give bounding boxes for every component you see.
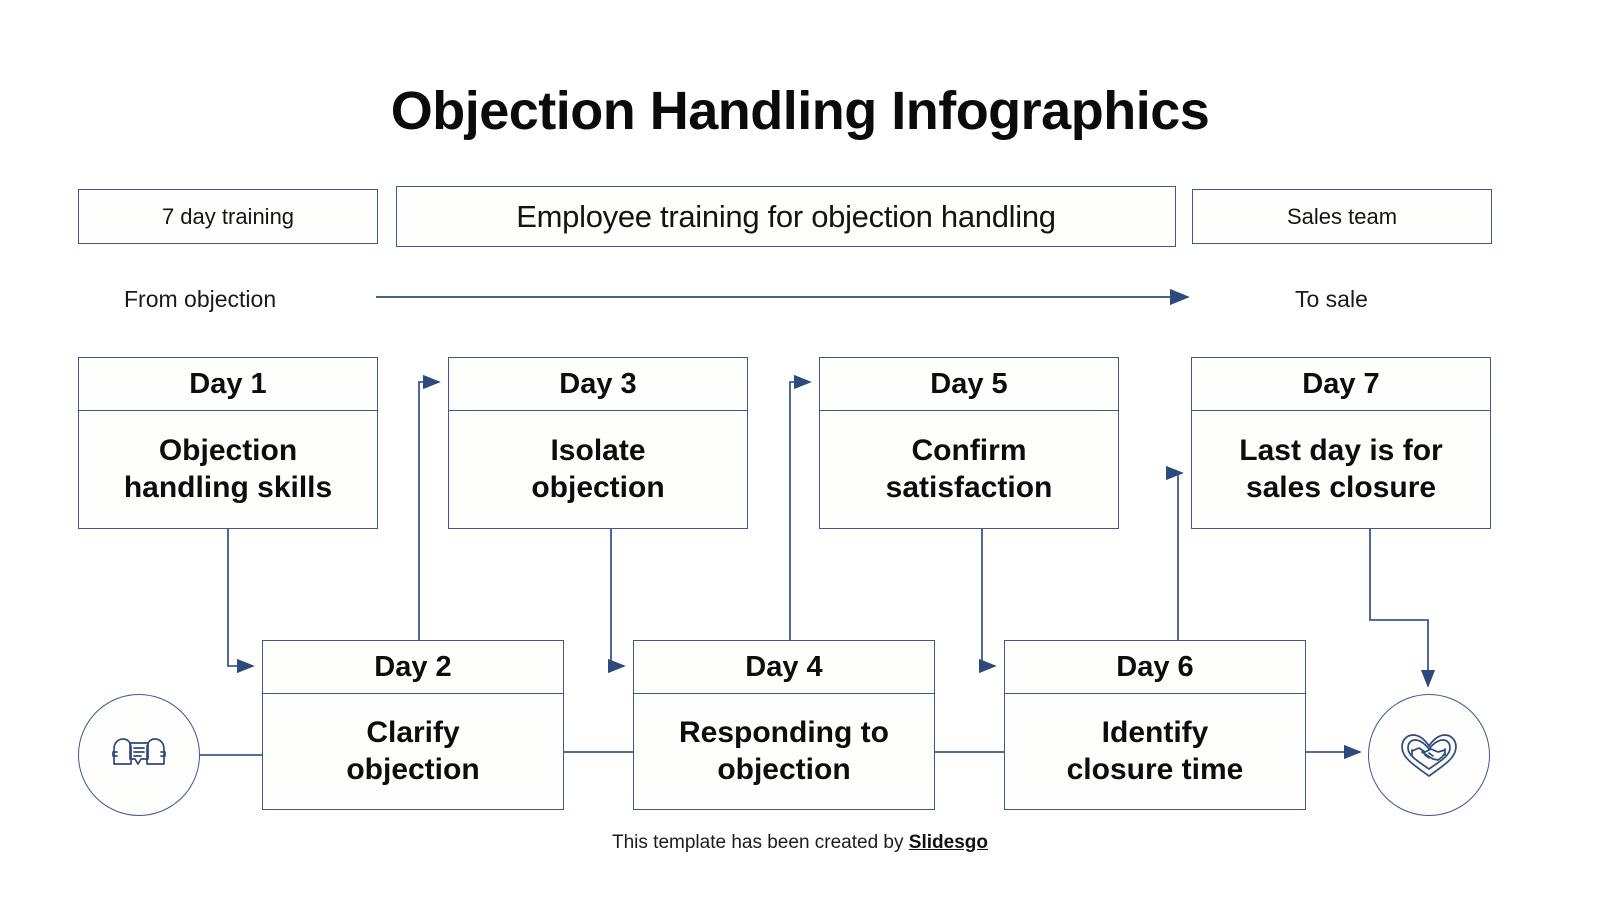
step-card-day5[interactable]: Day 5 Confirm satisfaction — [819, 357, 1119, 529]
step-card-day1-text: Objection handling skills — [123, 433, 333, 504]
connector-day4-to-day5 — [789, 374, 812, 640]
step-card-day7-text: Last day is for sales closure — [1239, 433, 1443, 504]
step-card-day3-title: Day 3 — [449, 358, 747, 411]
flow-start-label: From objection — [124, 286, 277, 312]
step-card-day4-text: Responding to objection — [679, 715, 889, 786]
chip-duration-label: 7 day training — [161, 203, 295, 229]
step-card-day2-title: Day 2 — [263, 641, 563, 694]
step-card-day7-title: Day 7 — [1192, 358, 1490, 411]
step-card-day5-title: Day 5 — [820, 358, 1118, 411]
step-card-day1[interactable]: Day 1 Objection handling skills — [78, 357, 378, 529]
footer-brand-link[interactable]: Slidesgo — [908, 832, 988, 853]
end-node-circle[interactable] — [1368, 694, 1490, 816]
connector-day3-to-day4 — [607, 529, 626, 674]
step-card-day1-title: Day 1 — [79, 358, 377, 411]
connector-day1-to-day2 — [227, 529, 255, 674]
chip-main-title: Employee training for objection handling — [396, 186, 1176, 247]
connector-day2-to-day3 — [418, 374, 441, 640]
step-card-day2-text: Clarify objection — [346, 715, 480, 786]
chip-main-label: Employee training for objection handling — [516, 198, 1056, 234]
step-card-day6-text: Identify closure time — [1066, 715, 1244, 786]
chip-audience-label: Sales team — [1286, 203, 1398, 229]
chip-audience: Sales team — [1192, 189, 1492, 244]
step-card-day3-text: Isolate objection — [531, 433, 665, 504]
two-people-talking-icon — [112, 738, 166, 765]
handshake-heart-icon — [1401, 734, 1457, 777]
connector-day6-to-day7 — [1165, 465, 1184, 640]
footer: This template has been created by Slides… — [0, 832, 1600, 854]
start-node-circle[interactable] — [78, 694, 200, 816]
footer-text: This template has been created by — [612, 832, 909, 853]
step-card-day3[interactable]: Day 3 Isolate objection — [448, 357, 748, 529]
step-card-day6-title: Day 6 — [1005, 641, 1305, 694]
flow-end-label: To sale — [1295, 286, 1368, 312]
step-card-day6[interactable]: Day 6 Identify closure time — [1004, 640, 1306, 810]
chip-duration: 7 day training — [78, 189, 378, 244]
step-card-day5-text: Confirm satisfaction — [885, 433, 1053, 504]
step-card-day4[interactable]: Day 4 Responding to objection — [633, 640, 935, 810]
connector-day5-to-day6 — [978, 529, 997, 674]
page-title: Objection Handling Infographics — [390, 81, 1210, 141]
connector-day7-to-end — [1369, 529, 1436, 688]
step-card-day4-title: Day 4 — [634, 641, 934, 694]
step-card-day7[interactable]: Day 7 Last day is for sales closure — [1191, 357, 1491, 529]
step-card-day2[interactable]: Day 2 Clarify objection — [262, 640, 564, 810]
progress-arrow-icon — [376, 288, 1190, 306]
